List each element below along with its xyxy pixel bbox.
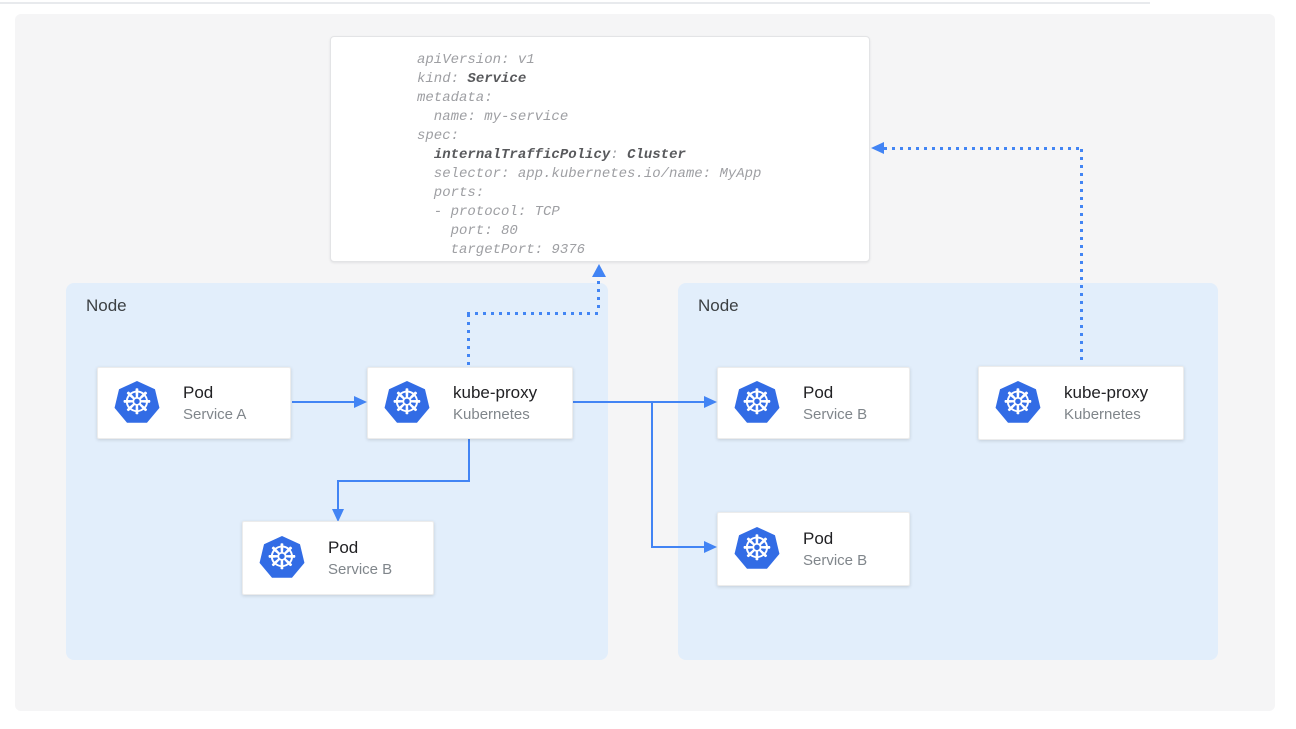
helm-wheel-glyph: ☸	[1002, 383, 1034, 423]
yaml-line: name: my-service	[417, 108, 869, 127]
yaml-line: internalTrafficPolicy: Cluster	[417, 146, 869, 165]
helm-wheel-glyph: ☸	[741, 529, 773, 569]
card-text: Pod Service A	[183, 382, 246, 425]
card-subtitle: Service B	[803, 551, 868, 569]
yaml-token: kind:	[417, 71, 468, 87]
yaml-line: metadata:	[417, 89, 869, 108]
kube-proxy-card-left: ☸ kube-proxy Kubernetes	[367, 367, 573, 439]
kubernetes-icon: ☸	[114, 381, 160, 423]
kubernetes-icon: ☸	[995, 381, 1041, 423]
yaml-token: targetPort: 9376	[417, 242, 586, 258]
yaml-token: apiVersion: v1	[417, 52, 535, 68]
card-subtitle: Service B	[328, 560, 393, 578]
yaml-token: metadata:	[417, 90, 493, 106]
pod-card-service-b-right-top: ☸ Pod Service B	[717, 367, 910, 439]
card-title: Pod	[328, 537, 359, 557]
yaml-line: spec:	[417, 127, 869, 146]
yaml-token: - protocol: TCP	[417, 204, 560, 220]
yaml-token	[417, 147, 434, 163]
kubernetes-icon: ☸	[259, 536, 305, 578]
node-left-label: Node	[86, 296, 127, 315]
yaml-line: port: 80	[417, 222, 869, 241]
card-title: kube-proxy	[1064, 382, 1149, 402]
node-left: Node	[66, 283, 608, 660]
yaml-bold-token: Service	[467, 71, 527, 87]
yaml-token: ports:	[417, 185, 485, 201]
helm-wheel-glyph: ☸	[266, 538, 298, 578]
kubernetes-icon: ☸	[734, 381, 780, 423]
helm-wheel-glyph: ☸	[121, 383, 153, 423]
kubernetes-icon: ☸	[734, 527, 780, 569]
yaml-line: kind: Service	[417, 70, 869, 89]
yaml-bold-token: internalTrafficPolicy	[433, 147, 611, 163]
yaml-token: spec:	[417, 128, 460, 144]
pod-card-service-b-left: ☸ Pod Service B	[242, 521, 434, 595]
yaml-line: apiVersion: v1	[417, 51, 869, 70]
card-text: kube-proxy Kubernetes	[453, 382, 537, 425]
node-right-label: Node	[698, 296, 739, 315]
yaml-line: selector: app.kubernetes.io/name: MyApp	[417, 165, 869, 184]
top-divider	[0, 2, 1150, 4]
card-title: kube-proxy	[453, 382, 538, 402]
card-text: Pod Service B	[328, 537, 392, 580]
card-text: kube-proxy Kubernetes	[1064, 382, 1148, 425]
card-title: Pod	[803, 528, 834, 548]
yaml-line: - protocol: TCP	[417, 203, 869, 222]
pod-card-service-a: ☸ Pod Service A	[97, 367, 291, 439]
yaml-token: selector: app.kubernetes.io/name: MyApp	[417, 166, 762, 182]
helm-wheel-glyph: ☸	[741, 383, 773, 423]
node-right: Node	[678, 283, 1218, 660]
card-subtitle: Kubernetes	[1064, 405, 1141, 423]
card-text: Pod Service B	[803, 528, 867, 571]
yaml-token: :	[610, 147, 628, 163]
helm-wheel-glyph: ☸	[391, 383, 423, 423]
kubernetes-icon: ☸	[384, 381, 430, 423]
pod-card-service-b-right-bottom: ☸ Pod Service B	[717, 512, 910, 586]
card-subtitle: Kubernetes	[453, 405, 530, 423]
yaml-bold-token: Cluster	[627, 147, 686, 163]
card-subtitle: Service A	[183, 405, 247, 423]
card-title: Pod	[183, 382, 214, 402]
yaml-token: name: my-service	[417, 109, 569, 125]
card-text: Pod Service B	[803, 382, 867, 425]
card-title: Pod	[803, 382, 834, 402]
card-subtitle: Service B	[803, 405, 868, 423]
kube-proxy-card-right: ☸ kube-proxy Kubernetes	[978, 366, 1184, 440]
yaml-line: ports:	[417, 184, 869, 203]
yaml-token: port: 80	[417, 223, 518, 239]
yaml-line: targetPort: 9376	[417, 241, 869, 260]
